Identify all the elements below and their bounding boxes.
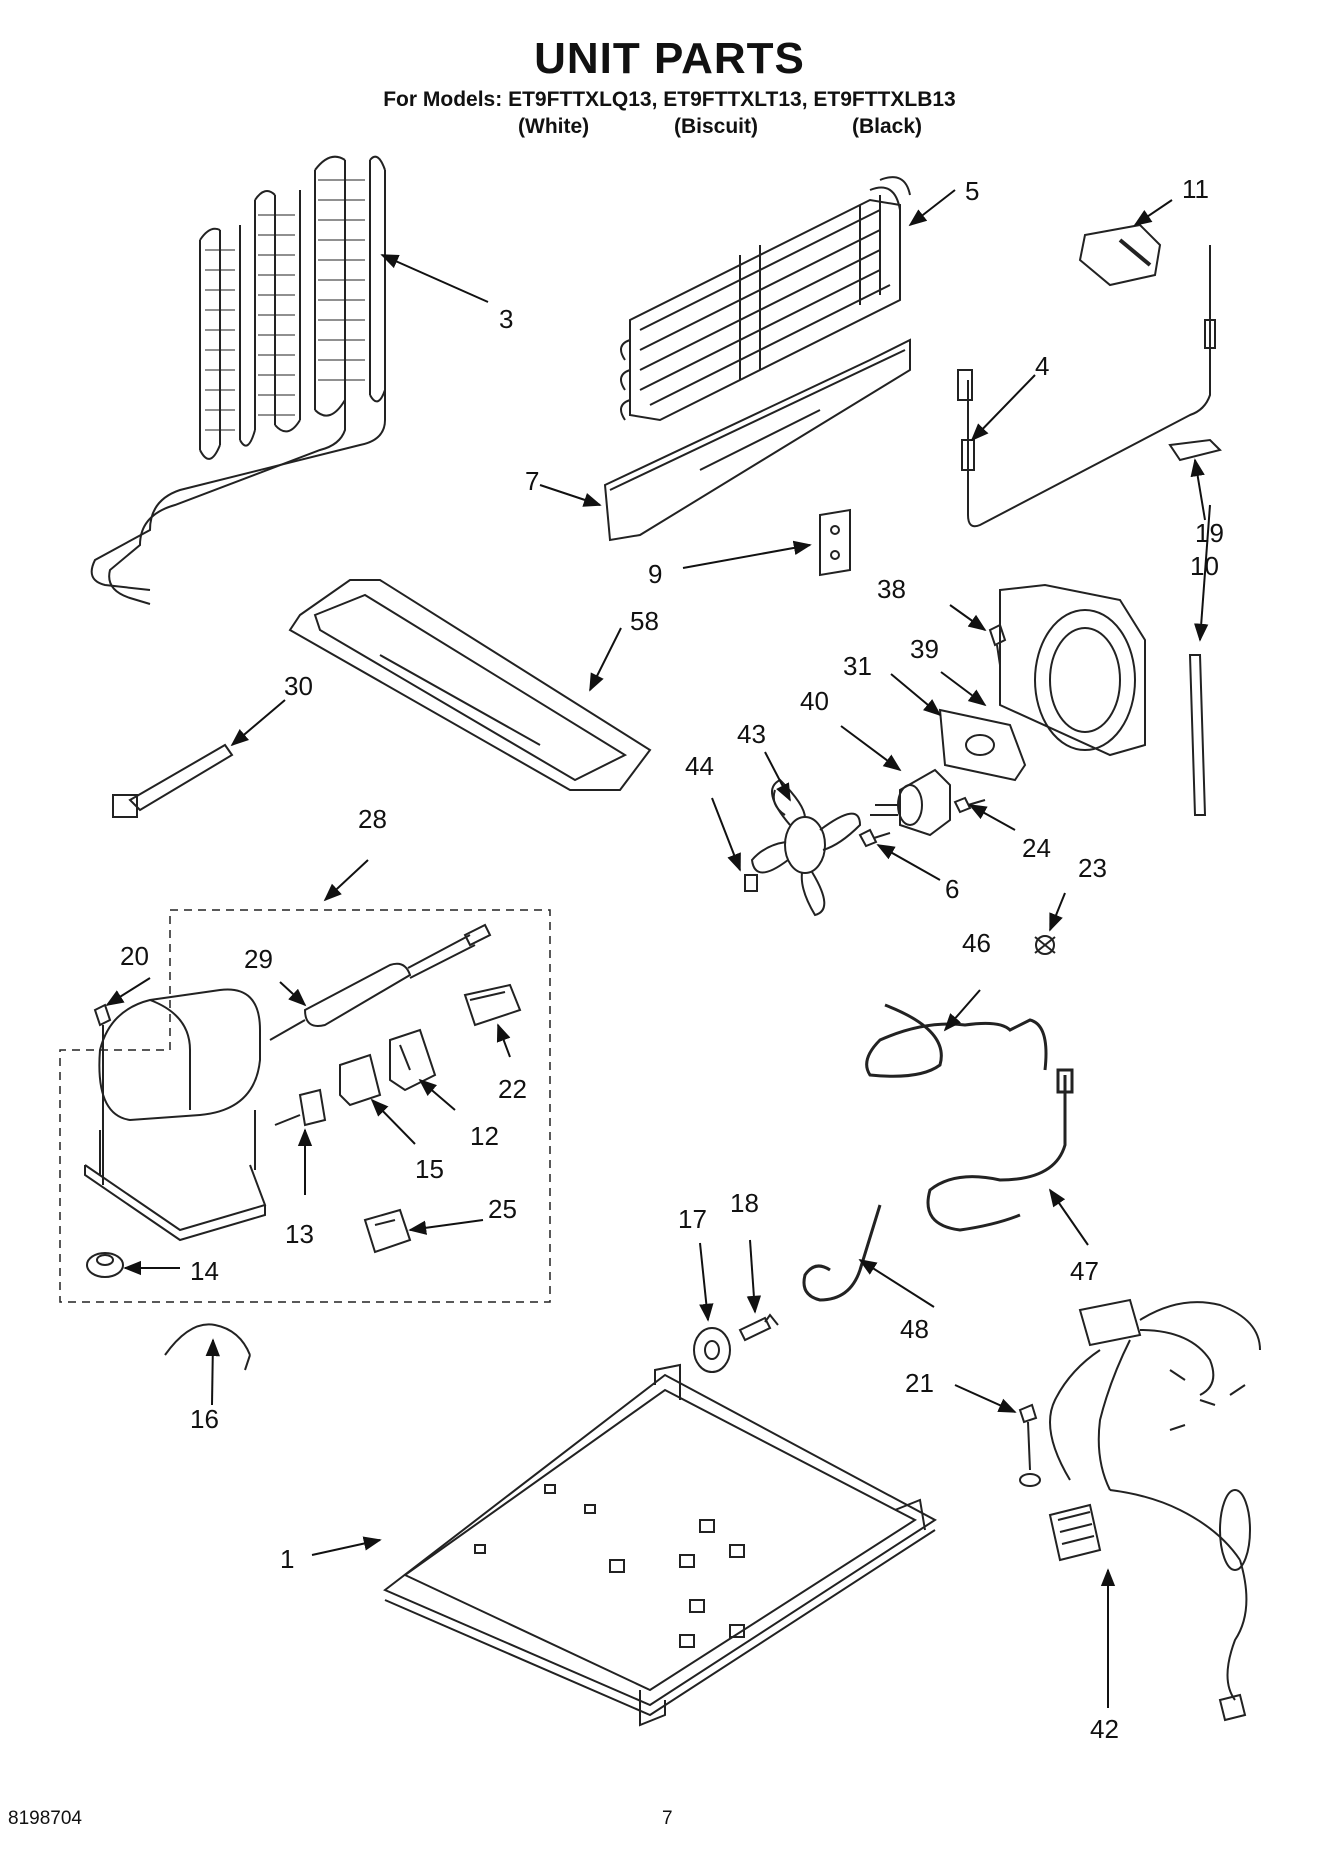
- thermistor-sensor-wire: [957, 245, 1216, 528]
- callout-leaders: [105, 189, 1211, 1708]
- callout-20: 20: [120, 941, 149, 971]
- callout-7: 7: [525, 466, 539, 496]
- callout-46: 46: [962, 928, 991, 958]
- callout-19: 19: [1195, 518, 1224, 548]
- wire-harness: [1048, 1298, 1261, 1722]
- callout-13: 13: [285, 1219, 314, 1249]
- color-label-biscuit: (Biscuit): [674, 115, 758, 138]
- page-title: UNIT PARTS: [534, 34, 805, 83]
- terminal-connector: [274, 1088, 327, 1127]
- harness-ground-screw: [1018, 1403, 1041, 1487]
- callout-1: 1: [280, 1544, 294, 1574]
- document-number: 8198704: [8, 1808, 82, 1829]
- callout-42: 42: [1090, 1714, 1119, 1744]
- shroud-screw: [988, 623, 1007, 666]
- callout-12: 12: [470, 1121, 499, 1151]
- compressor-mount-screw: [93, 1003, 112, 1185]
- callout-25: 25: [488, 1194, 517, 1224]
- callout-16: 16: [190, 1404, 219, 1434]
- callout-10: 10: [1190, 551, 1219, 581]
- relay-kit-dashed-box: [59, 909, 551, 1303]
- callout-47: 47: [1070, 1256, 1099, 1286]
- grommet: [1034, 935, 1056, 955]
- temperature-control-knob: [1078, 223, 1162, 287]
- callout-29: 29: [244, 944, 273, 974]
- callout-43: 43: [737, 719, 766, 749]
- callout-9: 9: [648, 559, 662, 589]
- filter-drier: [269, 923, 492, 1041]
- compressor-clip: [164, 1323, 251, 1371]
- callout-58: 58: [630, 606, 659, 636]
- callout-22: 22: [498, 1074, 527, 1104]
- compressor: [84, 988, 267, 1242]
- capacitor-clip: [363, 1208, 412, 1254]
- callout-23: 23: [1078, 853, 1107, 883]
- callout-24: 24: [1022, 833, 1051, 863]
- drain-hose: [926, 1068, 1074, 1232]
- callout-11: 11: [1182, 174, 1209, 204]
- callout-44: 44: [685, 751, 714, 781]
- relay-cover: [463, 983, 522, 1027]
- roller: [693, 1327, 731, 1373]
- callout-30: 30: [284, 671, 313, 701]
- callout-28: 28: [358, 804, 387, 834]
- fan-blade-clip: [744, 874, 758, 892]
- callout-40: 40: [800, 686, 829, 716]
- callout-48: 48: [900, 1314, 929, 1344]
- page-number: 7: [662, 1808, 673, 1829]
- motor-screw-6: [858, 828, 891, 848]
- sensor-clip: [1168, 438, 1222, 462]
- callout-6: 6: [945, 874, 959, 904]
- drain-tray: [288, 579, 652, 791]
- callout-15: 15: [415, 1154, 444, 1184]
- color-label-black: (Black): [852, 115, 923, 138]
- roller-bolt: [738, 1313, 779, 1342]
- callout-18: 18: [730, 1188, 759, 1218]
- evaporator-drain-trough: [603, 338, 911, 542]
- start-relay: [389, 1028, 437, 1092]
- compressor-grommet: [86, 1252, 124, 1278]
- overload-protector: [339, 1053, 382, 1107]
- color-label-white: (White): [518, 115, 590, 138]
- drain-tube: [865, 1003, 1048, 1078]
- callout-3: 3: [499, 304, 513, 334]
- cable-tie: [112, 743, 234, 818]
- condenser-coil: [90, 155, 386, 605]
- callout-numbers: 1 3 4 5 6 7 9 10 11 12 13 14 15 16 17 18…: [120, 174, 1224, 1744]
- condenser-fan-blade: [750, 778, 862, 917]
- fan-shroud-gasket: [1188, 654, 1207, 816]
- unit-base-frame: [383, 1363, 937, 1727]
- drain-tube-48: [802, 1204, 882, 1302]
- callout-39: 39: [910, 634, 939, 664]
- callout-17: 17: [678, 1204, 707, 1234]
- callout-4: 4: [1035, 351, 1049, 381]
- condenser-fan-motor: [870, 768, 951, 837]
- callout-38: 38: [877, 574, 906, 604]
- models-line: For Models: ET9FTTXLQ13, ET9FTTXLT13, ET…: [383, 88, 956, 111]
- fan-motor-bracket: [938, 708, 1027, 782]
- fan-shroud: [999, 583, 1146, 757]
- evaporator: [620, 176, 911, 422]
- callout-21: 21: [905, 1368, 934, 1398]
- callout-31: 31: [843, 651, 872, 681]
- callout-5: 5: [965, 176, 979, 206]
- drain-bracket: [819, 508, 851, 577]
- callout-14: 14: [190, 1256, 219, 1286]
